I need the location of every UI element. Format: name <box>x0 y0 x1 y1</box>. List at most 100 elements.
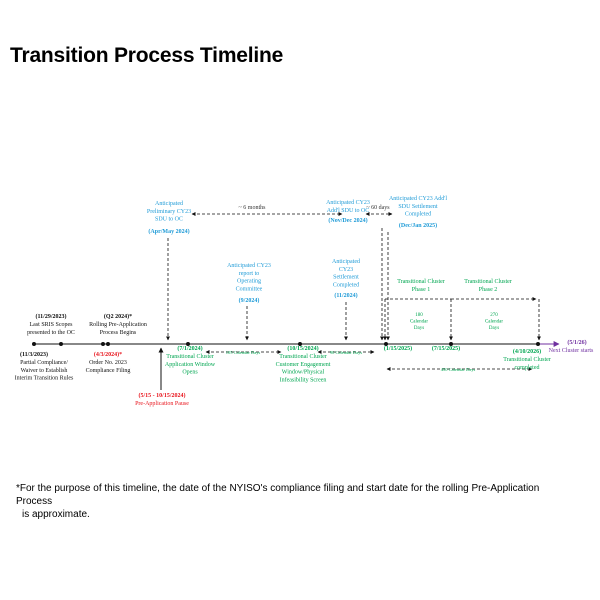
label-line: 180 <box>415 313 423 318</box>
label-line: (7/15/2025) <box>432 345 460 352</box>
label-line: Rolling Pre-Application <box>89 322 147 328</box>
label-line: (1/15/2025) <box>384 345 412 352</box>
label-105-days: 105 Calendar Days <box>226 350 261 355</box>
date-5-1-26: (5/1/26) <box>567 339 586 346</box>
label-line: (Q2 2024)* <box>104 313 132 320</box>
label-line: Application Window <box>165 362 216 368</box>
date-settle: (11/2024) <box>334 292 357 299</box>
label-line: Add'l SDU to OC <box>327 208 370 214</box>
label-line: Last SRIS Scopes <box>29 322 73 328</box>
label-line: SDU Settlement <box>398 204 437 210</box>
date-11-29-2023: (11/29/2023) <box>36 313 67 320</box>
label-line: Opens <box>182 370 198 376</box>
label-line: Process Begins <box>100 330 137 336</box>
label-60-days: ~ 60 days <box>366 205 390 211</box>
label-line: presented to the OC <box>27 330 75 336</box>
date-4-10-2026: (4/10/2026) <box>513 348 541 355</box>
footnote-line-2: is approximate. <box>22 509 90 520</box>
date-7-15-2025: (7/15/2025) <box>432 345 460 352</box>
label-line: Settlement <box>333 275 359 281</box>
label-line: Calendar <box>485 320 503 325</box>
date-preapp-pause: (5/15 - 10/15/2024) <box>139 392 186 399</box>
label-line: Transitional Cluster <box>397 279 445 285</box>
marker-q2-2024 <box>101 342 105 346</box>
label-line: (Dec/Jan 2025) <box>399 222 437 229</box>
marker-4-10-2026 <box>536 342 540 346</box>
label-line: Days <box>489 326 499 331</box>
label-line: Order No. 2023 <box>89 360 127 366</box>
label-line: (5/15 - 10/15/2024) <box>139 392 186 399</box>
label-line: (7/1/2024) <box>177 345 202 352</box>
label-line: Anticipated CY23 Add'l <box>389 196 447 202</box>
page-title: Transition Process Timeline <box>10 44 284 67</box>
label-line: Anticipated CY23 <box>326 200 370 206</box>
date-10-15-2024: (10/15/2024) <box>287 345 318 352</box>
date-prelim-sdu: (Apr/May 2024) <box>148 228 189 235</box>
label-line: Transitional Cluster <box>464 279 512 285</box>
label-line: Completed <box>405 212 431 218</box>
timeline-markers <box>32 342 540 346</box>
label-line: Pre-Application Pause <box>135 401 189 407</box>
date-addl-sdu: (Nov/Dec 2024) <box>328 217 367 224</box>
date-7-1-2024: (7/1/2024) <box>177 345 202 352</box>
label-450-days: 450 Calendar Days <box>441 367 476 372</box>
marker-11-3-2023 <box>32 342 36 346</box>
label-line: Phase 2 <box>479 287 498 293</box>
label-line: SDU to OC <box>155 217 183 223</box>
label-line: (9/2024) <box>239 297 260 304</box>
label-line: (5/1/26) <box>567 339 586 346</box>
footnote-line-1: *For the purpose of this timeline, the d… <box>16 483 540 507</box>
label-line: (11/29/2023) <box>36 313 67 320</box>
label-line: ~ 6 months <box>239 205 267 211</box>
label-line: Transitional Cluster <box>503 357 551 363</box>
label-next-cluster: Next Cluster starts <box>549 348 594 354</box>
label-line: (11/2024) <box>334 292 357 299</box>
label-cluster-completed: Transitional Cluster completed <box>503 357 551 371</box>
label-line: Anticipated <box>332 259 360 265</box>
marker-1-15-2025 <box>384 342 388 346</box>
label-line: CY23 <box>339 267 353 273</box>
label-line: (4/10/2026) <box>513 348 541 355</box>
label-line: Operating <box>237 279 261 285</box>
footnote: *For the purpose of this timeline, the d… <box>16 482 576 521</box>
marker-4-3-2024 <box>106 342 110 346</box>
label-line: Calendar <box>410 320 428 325</box>
marker-10-15-2024 <box>298 342 302 346</box>
label-line: Window/Physical <box>282 370 325 376</box>
label-line: Compliance Filing <box>86 368 131 374</box>
phase-brackets <box>383 297 541 341</box>
date-report-oc: (9/2024) <box>239 297 260 304</box>
label-90-days: 90 Calendar Days <box>330 350 362 355</box>
label-preapp-pause: Pre-Application Pause <box>135 401 189 407</box>
marker-7-1-2024 <box>186 342 190 346</box>
date-q2-2024: (Q2 2024)* <box>104 313 132 320</box>
label-line: Anticipated CY23 <box>227 263 271 269</box>
label-6-months: ~ 6 months <box>239 205 267 211</box>
label-line: Completed <box>333 282 359 288</box>
label-line: Transitional Cluster <box>166 354 214 360</box>
label-line: completed <box>515 365 540 371</box>
label-line: Transitional Cluster <box>279 354 327 360</box>
label-line: 90 Calendar Days <box>330 350 362 355</box>
label-line: Waiver to Establish <box>21 368 68 374</box>
label-line: Partial Compliance/ <box>20 360 68 366</box>
label-line: Phase 1 <box>412 287 431 293</box>
date-addl-settle: (Dec/Jan 2025) <box>399 222 437 229</box>
label-line: 270 <box>490 313 498 318</box>
label-line: report to <box>239 271 260 277</box>
label-line: Days <box>414 326 424 331</box>
label-line: (Apr/May 2024) <box>148 228 189 235</box>
drop-lines <box>166 228 390 341</box>
marker-7-15-2025 <box>449 342 453 346</box>
